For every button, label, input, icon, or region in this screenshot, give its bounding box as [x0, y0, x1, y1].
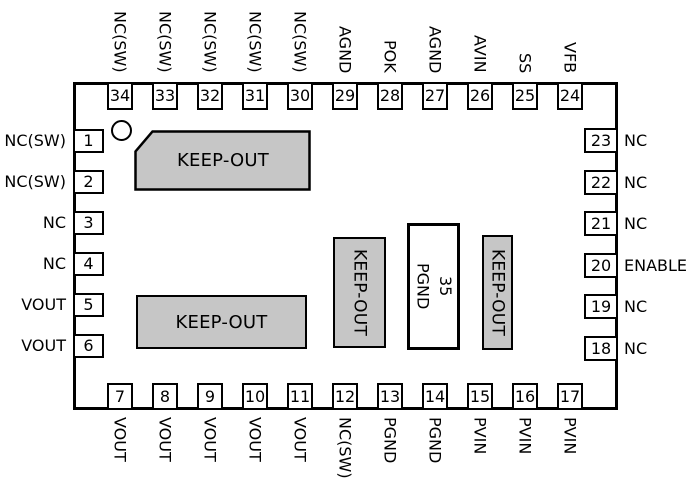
pin-label: NC(SW)	[110, 11, 130, 73]
pin-box: 23	[584, 128, 618, 153]
pin-label: VOUT	[290, 417, 310, 462]
pin-box: 25	[512, 82, 538, 110]
pin-box: 20	[584, 253, 618, 278]
pin-box: 19	[584, 294, 618, 319]
keepout-label: KEEP-OUT	[487, 249, 508, 336]
pin-box: 33	[152, 82, 178, 110]
pin-box: 29	[332, 82, 358, 110]
keepout-label: KEEP-OUT	[349, 249, 370, 336]
pin-label: VOUT	[21, 336, 66, 355]
pin-box: 13	[377, 383, 403, 410]
pin-label: VOUT	[155, 417, 175, 462]
pin-label: PVIN	[560, 417, 580, 455]
pin-box: 8	[152, 383, 178, 410]
pin-label: NC	[42, 254, 66, 273]
pin-label: NC	[624, 131, 648, 150]
pin-label: POK	[380, 40, 400, 73]
pin-label: NC(SW)	[200, 11, 220, 73]
pin-label: NC(SW)	[290, 11, 310, 73]
pin-label: ENABLE	[624, 256, 688, 275]
pin-box: 9	[197, 383, 223, 410]
keepout-region-mid-right: KEEP-OUT	[482, 235, 513, 350]
pin-box: 26	[467, 82, 493, 110]
pin-box: 17	[557, 383, 583, 410]
pin-box: 6	[73, 334, 104, 358]
pin-box: 4	[73, 252, 104, 276]
pin-label: VFB	[560, 41, 580, 73]
keepout-region-mid-left: KEEP-OUT	[333, 237, 386, 348]
pin-label: NC	[624, 173, 648, 192]
keepout-region-top	[134, 130, 311, 191]
pin-box: 27	[422, 82, 448, 110]
pin-label: VOUT	[110, 417, 130, 462]
pin-label: PGND	[425, 417, 445, 464]
pin-box: 28	[377, 82, 403, 110]
pin-label: PVIN	[515, 417, 535, 455]
pin-label: NC	[42, 213, 66, 232]
pin-label: SS	[515, 52, 535, 73]
pin-label: AVIN	[470, 35, 490, 73]
pin-box: 3	[73, 211, 104, 235]
pin-label: PGND	[380, 417, 400, 464]
center-pad: 35 PGND	[407, 223, 460, 350]
pin-box: 24	[557, 82, 583, 110]
pin-box: 34	[107, 82, 133, 110]
pin-label: PVIN	[470, 417, 490, 455]
pin-box: 7	[107, 383, 133, 410]
pin-box: 14	[422, 383, 448, 410]
pin-box: 30	[287, 82, 313, 110]
pin-box: 12	[332, 383, 358, 410]
pin-label: NC(SW)	[245, 11, 265, 73]
pin-box: 10	[242, 383, 268, 410]
pin-box: 32	[197, 82, 223, 110]
pin-box: 16	[512, 383, 538, 410]
keepout-label: KEEP-OUT	[175, 311, 268, 333]
pin-box: 21	[584, 211, 618, 236]
pin-label: NC(SW)	[155, 11, 175, 73]
keepout-label: KEEP-OUT	[177, 150, 269, 171]
pin-box: 22	[584, 170, 618, 195]
pin-label: NC	[624, 339, 648, 358]
pin-label: VOUT	[245, 417, 265, 462]
pin-box: 18	[584, 336, 618, 361]
pin-label: NC	[624, 214, 648, 233]
pin-label: VOUT	[200, 417, 220, 462]
pin1-indicator-circle	[111, 120, 132, 141]
pin-label: NC(SW)	[4, 172, 66, 191]
keepout-region-lower-left: KEEP-OUT	[136, 295, 307, 349]
pin-label: AGND	[425, 25, 445, 73]
pin-box: 2	[73, 170, 104, 194]
pin-box: 15	[467, 383, 493, 410]
pin-label: NC(SW)	[335, 417, 355, 479]
pin-label: NC	[624, 297, 648, 316]
pin-label: VOUT	[21, 295, 66, 314]
pin-box: 31	[242, 82, 268, 110]
center-pad-label: 35 PGND	[413, 263, 455, 310]
pin-label: AGND	[335, 25, 355, 73]
pin-box: 11	[287, 383, 313, 410]
pin-label: NC(SW)	[4, 131, 66, 150]
pin-box: 5	[73, 293, 104, 317]
pin-box: 1	[73, 129, 104, 153]
